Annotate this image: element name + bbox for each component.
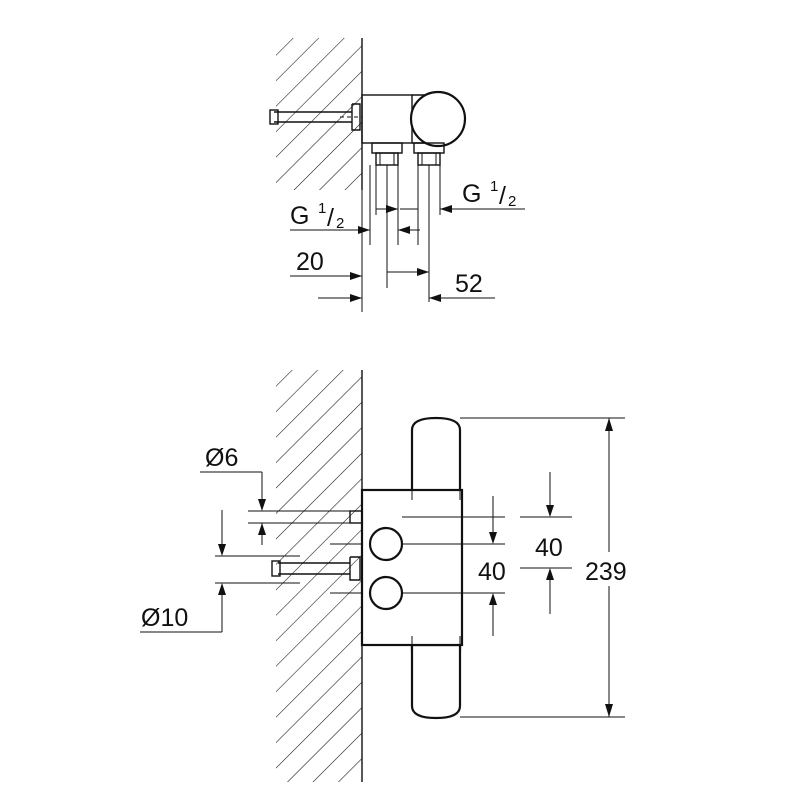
label-thread-right: G 1 / 2	[462, 178, 516, 210]
handle-circle-side	[409, 90, 467, 148]
wall-section-bottom	[276, 370, 363, 782]
side-view: G 1 / 2 G 1 / 2 20 52	[269, 38, 525, 312]
thread-left-letter: G	[290, 202, 309, 230]
dia-large-label: Ø10	[141, 604, 188, 632]
dim-spacing-label: 52	[455, 270, 483, 298]
dim-lower-label: 40	[478, 558, 506, 586]
side-dimensions	[290, 165, 525, 312]
label-thread-left: G 1 / 2	[290, 200, 344, 232]
dia-small-label: Ø6	[205, 444, 238, 472]
thread-left-den: 2	[336, 215, 344, 232]
thread-right-letter: G	[462, 180, 481, 208]
dim-wall-label: 20	[296, 248, 324, 276]
outlet-circle-upper	[368, 526, 404, 562]
thread-right-slash: /	[499, 182, 506, 210]
outlet-circle-lower	[368, 575, 404, 611]
front-view: Ø6 Ø10 40 40 239	[140, 370, 630, 782]
wall-section-top	[276, 38, 363, 190]
dim-height-label: 239	[585, 558, 627, 586]
thread-right-num: 1	[490, 178, 498, 195]
thread-left-slash: /	[327, 204, 334, 232]
thread-right-den: 2	[508, 193, 516, 210]
front-dimensions	[140, 417, 630, 718]
mixer-body-front	[271, 416, 464, 720]
dim-upper-label: 40	[535, 534, 563, 562]
mixer-body-side	[269, 90, 467, 166]
thread-left-num: 1	[318, 200, 326, 217]
